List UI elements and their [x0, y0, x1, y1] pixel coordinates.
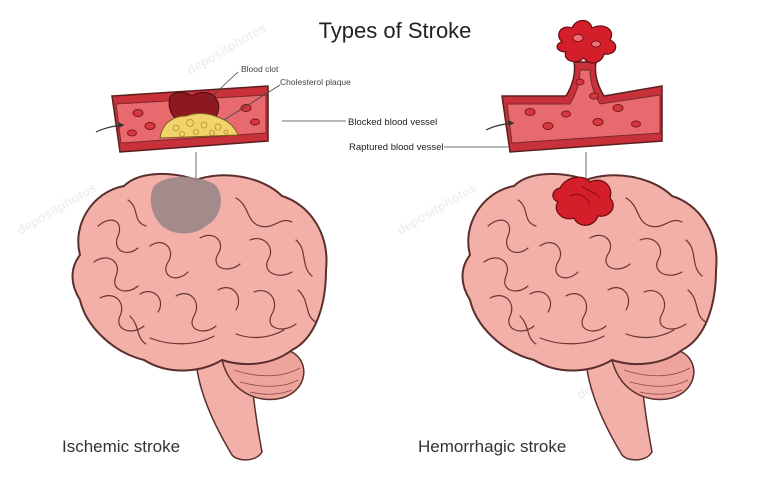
label-cholesterol-plaque: Cholesterol plaque — [280, 77, 351, 87]
label-blood-clot: Blood clot — [241, 64, 279, 74]
ischemic-brain — [73, 174, 327, 460]
diagram-title: Types of Stroke — [319, 18, 472, 43]
watermark-text: depositphotos — [394, 180, 479, 238]
caption-hemorrhagic: Hemorrhagic stroke — [418, 437, 566, 456]
blood-burst — [557, 21, 616, 63]
caption-ischemic: Ischemic stroke — [62, 437, 180, 456]
hemorrhagic-vessel — [486, 21, 662, 153]
ischemic-vessel — [96, 86, 268, 152]
hemorrhagic-brain — [463, 174, 717, 460]
label-blocked-vessel: Blocked blood vessel — [348, 117, 437, 128]
label-ruptured-vessel: Raptured blood vessel — [349, 142, 444, 153]
